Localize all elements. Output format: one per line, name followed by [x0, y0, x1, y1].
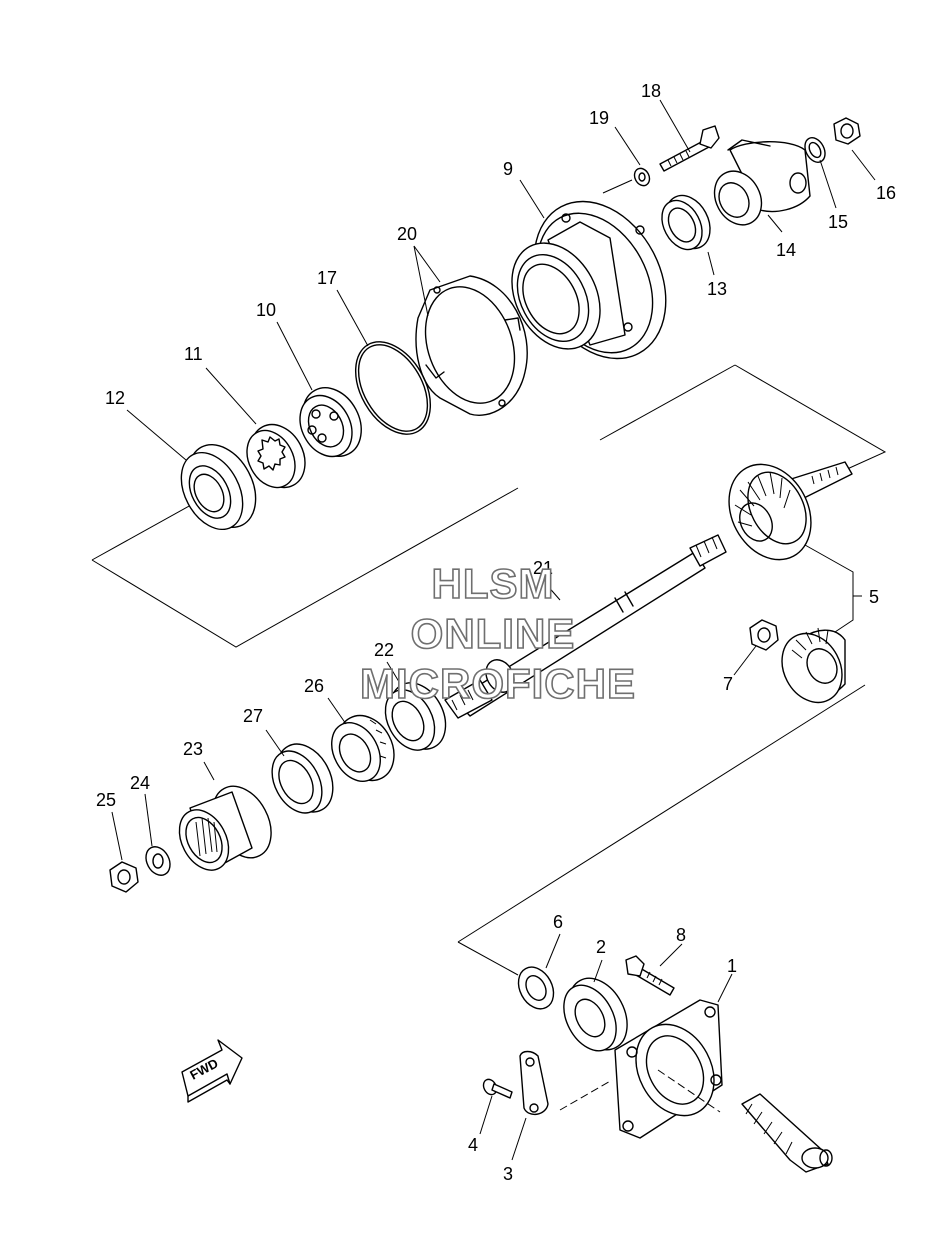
callout-numbers: 1 2 3 4 5 6 7 8 9 10 11 12 13 14 15 16 1… [96, 81, 896, 1184]
callout-22: 22 [374, 640, 394, 660]
callout-21: 21 [533, 558, 553, 578]
part-27-oil-seal [271, 743, 334, 814]
part-12-bearing [180, 443, 257, 531]
part-11-splined-nut [246, 423, 306, 489]
part-21-drive-shaft [444, 534, 727, 719]
callout-20: 20 [397, 224, 417, 244]
callout-24: 24 [130, 773, 150, 793]
pinion-shaft [741, 1093, 833, 1173]
part-23-coupling [178, 785, 272, 871]
part-17-o-ring [354, 341, 432, 435]
part-7-nut [749, 619, 779, 651]
part-1-gear-case [614, 999, 723, 1139]
part-19-washer [633, 167, 651, 187]
watermark: HLSM ONLINE MICROFICHE [359, 559, 636, 708]
callout-3: 3 [503, 1164, 513, 1184]
callout-9: 9 [503, 159, 513, 179]
watermark-line-3: MICROFICHE [360, 660, 636, 707]
part-25-nut [109, 861, 139, 893]
part-6-shim-washer [517, 966, 555, 1010]
part-5-gear-set [728, 461, 853, 704]
callout-6: 6 [553, 912, 563, 932]
callout-4: 4 [468, 1135, 478, 1155]
callout-16: 16 [876, 183, 896, 203]
callout-12: 12 [105, 388, 125, 408]
part-2-bearing [563, 977, 628, 1052]
part-10-bearing [299, 387, 362, 458]
callout-1: 1 [727, 956, 737, 976]
callout-17: 17 [317, 268, 337, 288]
part-14-universal-yoke [713, 139, 811, 226]
assembly-outline [91, 364, 887, 1111]
watermark-line-2: ONLINE [411, 610, 576, 657]
callout-2: 2 [596, 937, 606, 957]
callout-23: 23 [183, 739, 203, 759]
callout-5: 5 [869, 587, 879, 607]
forward-arrow-icon: FWD [181, 1039, 243, 1103]
part-26-spacer [331, 714, 395, 782]
part-16-nut [833, 117, 861, 145]
callout-25: 25 [96, 790, 116, 810]
part-22-bearing [384, 682, 447, 751]
part-15-washer [804, 137, 826, 163]
part-18-bolt [659, 125, 720, 172]
part-20-shim-plate [415, 275, 528, 416]
callout-13: 13 [707, 279, 727, 299]
callout-10: 10 [256, 300, 276, 320]
part-13-oil-seal [661, 194, 711, 251]
callout-11: 11 [184, 344, 203, 364]
leader-lines [111, 99, 876, 1161]
callout-26: 26 [304, 676, 324, 696]
part-4-screw [482, 1078, 513, 1099]
callout-14: 14 [776, 240, 796, 260]
callout-18: 18 [641, 81, 661, 101]
part-9-housing-cover [511, 200, 667, 360]
part-24-washer [145, 846, 171, 876]
part-8-bolt [625, 955, 675, 996]
part-3-stopper [519, 1050, 549, 1115]
watermark-line-1: HLSM [432, 560, 555, 607]
callout-15: 15 [828, 212, 848, 232]
callout-7: 7 [723, 674, 733, 694]
callout-19: 19 [589, 108, 609, 128]
callout-8: 8 [676, 925, 686, 945]
callout-27: 27 [243, 706, 263, 726]
